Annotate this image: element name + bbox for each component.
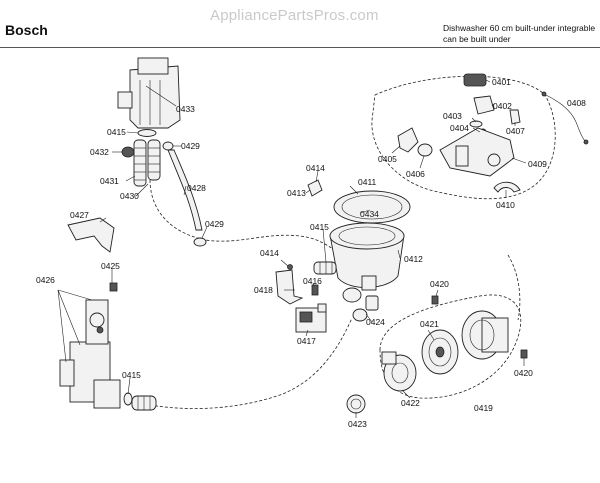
screw-0414 <box>287 264 293 270</box>
sensor-0417 <box>295 303 327 333</box>
label-0415-middle: 0415 <box>310 222 329 232</box>
part-0401 <box>463 73 487 87</box>
side-route-line <box>507 254 521 321</box>
label-0415-bottom: 0415 <box>122 370 141 380</box>
label-0430: 0430 <box>120 191 139 201</box>
label-0420-side: 0420 <box>514 368 533 378</box>
pump-housing-0421 <box>421 329 459 375</box>
label-0410: 0410 <box>496 200 515 210</box>
label-0413: 0413 <box>287 188 306 198</box>
sleeve-0424 <box>365 295 379 311</box>
header-divider <box>0 47 600 48</box>
seal-0415-middle <box>342 287 362 303</box>
heater-spring-0414 <box>313 261 337 275</box>
clip-0407 <box>509 109 521 125</box>
label-0421: 0421 <box>420 319 439 329</box>
label-0405: 0405 <box>378 154 397 164</box>
description-line-1: Dishwasher 60 cm built-under integrable <box>443 23 596 33</box>
label-0420-top: 0420 <box>430 279 449 289</box>
label-0432: 0432 <box>90 147 109 157</box>
description-line-2: can be built under <box>443 34 511 44</box>
brand-title: Bosch <box>5 22 48 38</box>
label-0408: 0408 <box>567 98 586 108</box>
clip-0420-side <box>520 349 528 359</box>
drain-route-line <box>149 317 353 409</box>
pump-motor-0419 <box>461 310 509 360</box>
label-0416: 0416 <box>303 276 322 286</box>
label-0404: 0404 <box>450 123 469 133</box>
label-0426: 0426 <box>36 275 55 285</box>
label-0401: 0401 <box>492 77 511 87</box>
clip-0410 <box>493 181 521 193</box>
clip-0416 <box>311 284 319 296</box>
o-ring-0415-bottom <box>123 392 133 406</box>
label-0418: 0418 <box>254 285 273 295</box>
water-inlet-block <box>117 57 181 129</box>
o-ring-0415-top <box>137 129 157 137</box>
sump-valve-assembly-0409 <box>439 127 515 177</box>
wire-0408 <box>543 93 587 143</box>
corrugated-hose-left <box>133 139 147 187</box>
corrugated-hose-right <box>147 139 161 181</box>
seal-0403 <box>469 120 483 128</box>
label-0433: 0433 <box>176 104 195 114</box>
seal-ring-0424 <box>352 308 368 322</box>
impeller-0422 <box>381 351 417 392</box>
label-0403: 0403 <box>443 111 462 121</box>
cover-0427 <box>67 217 115 253</box>
seal-0423 <box>346 394 366 414</box>
bracket-0413 <box>307 179 323 197</box>
label-0412: 0412 <box>404 254 423 264</box>
label-0402: 0402 <box>493 101 512 111</box>
pump-group-outline <box>379 294 522 399</box>
part-labels: 0401 0402 0403 0404 0405 0406 0407 0408 … <box>36 77 586 429</box>
hose-route-line <box>149 179 339 253</box>
clamp-0429-top <box>162 141 174 151</box>
label-0431: 0431 <box>100 176 119 186</box>
label-0423: 0423 <box>348 419 367 429</box>
label-0419: 0419 <box>474 403 493 413</box>
label-0407: 0407 <box>506 126 525 136</box>
hose-clamp-0432 <box>121 146 135 158</box>
label-0428: 0428 <box>187 183 206 193</box>
model-description: Dishwasher 60 cm built-under integrable … <box>443 23 600 45</box>
label-0434: 0434 <box>360 209 379 219</box>
label-0414-upper: 0414 <box>306 163 325 173</box>
clamp-0429-bottom <box>193 237 207 247</box>
label-0414-lower: 0414 <box>260 248 279 258</box>
label-0425: 0425 <box>101 261 120 271</box>
clip-0420-top <box>431 295 439 305</box>
label-0406: 0406 <box>406 169 425 179</box>
label-0429-bottom: 0429 <box>205 219 224 229</box>
label-0424: 0424 <box>366 317 385 327</box>
label-0409: 0409 <box>528 159 547 169</box>
drain-connector-bellows <box>131 395 157 411</box>
label-0427: 0427 <box>70 210 89 220</box>
sump-group-outline <box>371 75 556 200</box>
exploded-view-diagram: 0401 0402 0403 0404 0405 0406 0407 0408 … <box>36 57 589 429</box>
label-0422: 0422 <box>401 398 420 408</box>
seal-0406 <box>417 143 433 157</box>
valve-assembly-0426 <box>57 289 121 409</box>
bracket-0418 <box>275 269 304 305</box>
watermark: AppliancePartsPros.com <box>210 7 379 24</box>
label-0417: 0417 <box>297 336 316 346</box>
sump-housing-0412 <box>329 222 405 291</box>
label-0411: 0411 <box>358 177 377 187</box>
label-0415-top: 0415 <box>107 127 126 137</box>
label-0429-top: 0429 <box>181 141 200 151</box>
valve-0405 <box>397 127 419 153</box>
leader-lines <box>99 79 527 418</box>
part-0402 <box>473 95 495 115</box>
clip-0425 <box>109 282 118 292</box>
